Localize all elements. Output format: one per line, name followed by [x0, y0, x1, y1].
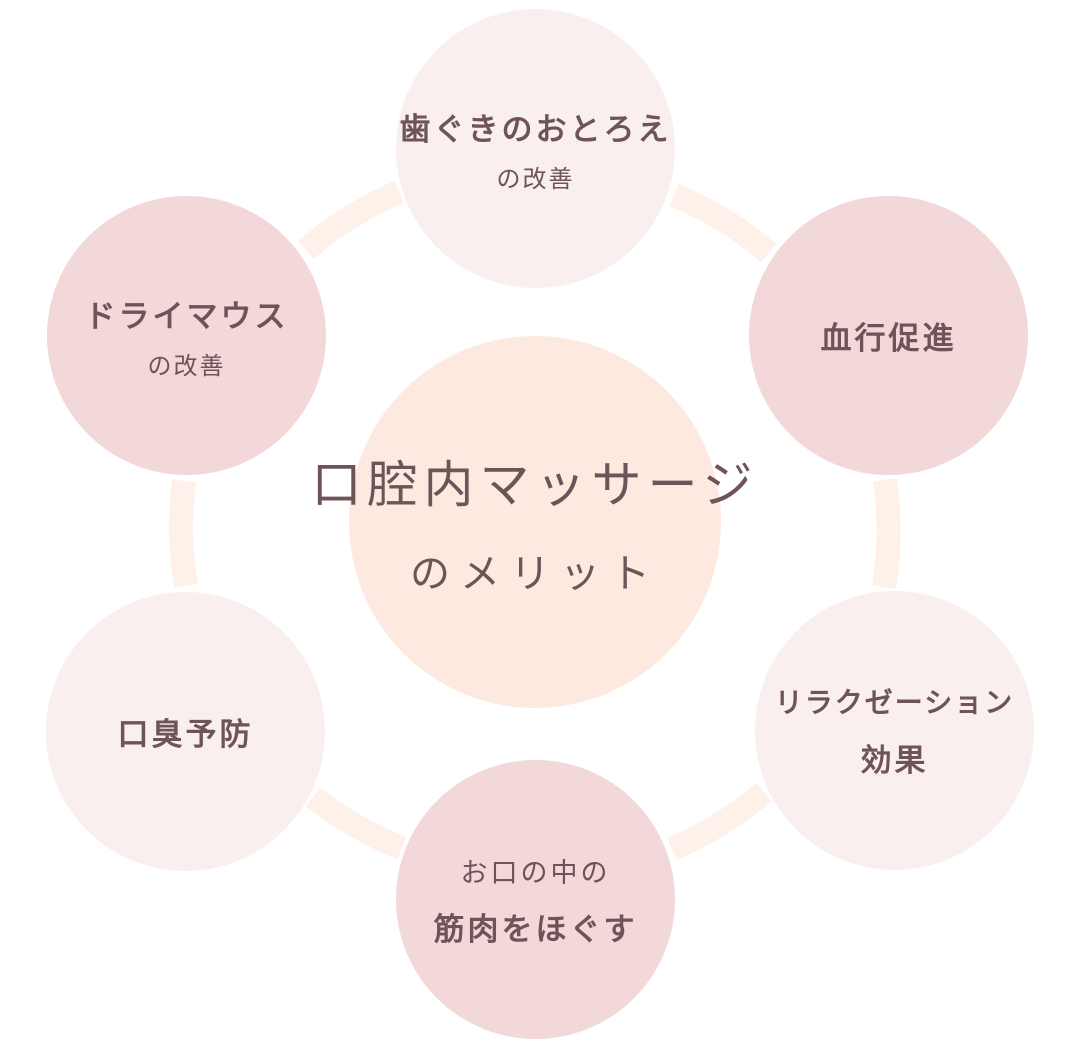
center-subtitle: のメリット — [410, 551, 660, 597]
node-dry-mouth-title: ドライマウス — [84, 298, 289, 335]
node-relaxation-title: リラクゼーション — [774, 686, 1015, 719]
connector-bottom-lower-left — [305, 787, 407, 860]
node-blood-circulation: 血行促進 — [749, 196, 1028, 475]
center-circle: 口腔内マッサージ のメリット — [312, 336, 753, 708]
connector-top-upper-right — [669, 183, 777, 263]
node-blood-circulation-title: 血行促進 — [820, 321, 957, 357]
connector-upper-left-top — [298, 180, 404, 260]
connector-upper-right-lower-right — [872, 478, 901, 589]
node-relaxation: リラクゼーション 効果 — [755, 591, 1034, 870]
node-loosen-muscles-pre: お口の中の — [460, 857, 611, 889]
node-bad-breath-prevention: 口臭予防 — [46, 592, 325, 871]
node-dry-mouth: ドライマウス の改善 — [47, 196, 326, 475]
node-loosen-muscles: お口の中の 筋肉をほぐす — [396, 760, 675, 1039]
connector-lower-left-upper-left — [169, 479, 198, 589]
node-gum-weakness-sub: の改善 — [496, 164, 575, 193]
node-dry-mouth-sub: の改善 — [147, 351, 226, 380]
node-gum-weakness-title: 歯ぐきのおとろえ — [399, 111, 672, 148]
node-bad-breath-prevention-title: 口臭予防 — [117, 717, 254, 753]
node-loosen-muscles-title: 筋肉をほぐす — [433, 911, 638, 948]
connector-lower-right-bottom — [667, 782, 772, 861]
node-gum-weakness: 歯ぐきのおとろえ の改善 — [396, 9, 675, 288]
center-title: 口腔内マッサージ — [311, 456, 759, 514]
node-relaxation-title2: 効果 — [860, 743, 929, 779]
